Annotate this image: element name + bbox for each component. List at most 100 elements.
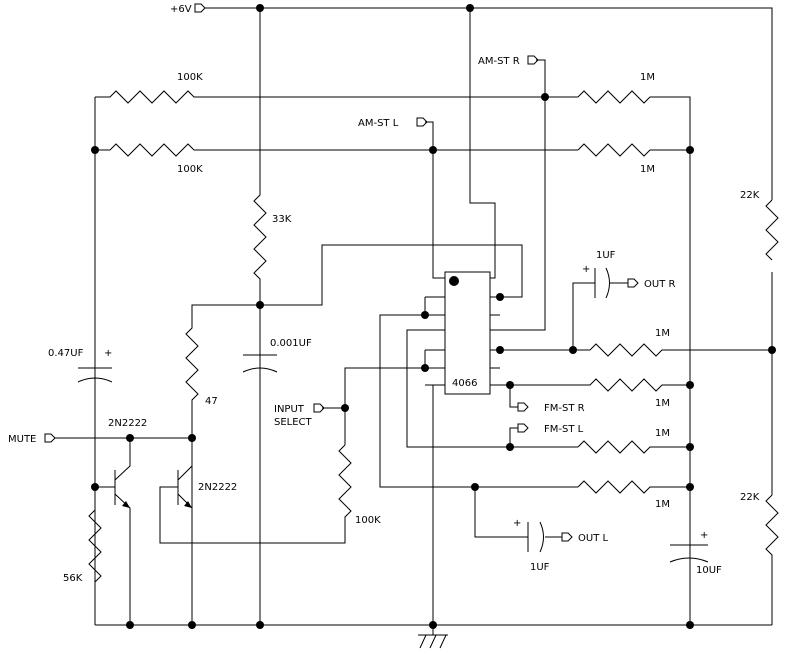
resistor-1m-fmr [500, 378, 690, 408]
resistor-1m-top [577, 90, 691, 625]
resistor-100k-sel-label: 100K [355, 515, 381, 526]
cap-10uf [669, 544, 709, 563]
resistor-100k-top-label: 100K [177, 72, 203, 83]
resistor-47 [185, 304, 260, 625]
fm-st-r-label: FM-ST R [544, 403, 585, 414]
resistor-1m-fml-label: 1M [655, 428, 670, 439]
input-select-label-1: INPUT [274, 404, 305, 415]
cap-10uf-plus: + [700, 530, 708, 541]
resistor-100k-sel [159, 444, 352, 544]
transistor-q2 [177, 438, 193, 625]
junctions [91, 4, 776, 629]
resistor-56k-label: 56K [63, 573, 83, 584]
input-select-terminal [313, 403, 325, 413]
wire-am-st-r [500, 59, 546, 331]
ground-symbol [418, 625, 448, 649]
cap-0001-label: 0.001UF [270, 338, 312, 349]
am-st-r-terminal [527, 55, 539, 65]
cap-10uf-label: 10UF [696, 565, 722, 576]
junction [466, 4, 474, 12]
resistor-22k-top [765, 199, 779, 261]
cap-1uf-l [474, 487, 562, 553]
resistor-100k-2-label: 100K [177, 164, 203, 175]
q2-emitter-arrow [184, 501, 192, 508]
resistor-1m-2-label: 1M [640, 164, 655, 175]
junction [569, 346, 577, 354]
out-r-label: OUT R [644, 279, 675, 290]
wire-100k-2 [94, 97, 578, 625]
fm-st-r-terminal [517, 402, 529, 412]
resistor-22k-bot [765, 494, 779, 625]
out-l-terminal [561, 532, 573, 542]
resistor-1m-bot [577, 480, 690, 494]
fm-st-l-label: FM-ST L [544, 424, 584, 435]
junction [686, 146, 694, 154]
resistor-1m-fmr-label: 1M [655, 398, 670, 409]
vplus-rail [205, 7, 773, 200]
ic-4066 [444, 271, 491, 395]
q2-label: 2N2222 [198, 482, 237, 493]
cap-1uf-l-plus: + [513, 518, 521, 529]
wire-vplus-ic [469, 8, 496, 279]
junction [256, 4, 264, 12]
junction [429, 146, 437, 154]
ic-pin1-marker [449, 276, 459, 286]
cap-1uf-r-label: 1UF [596, 250, 616, 261]
mute-label: MUTE [8, 434, 36, 445]
junction [188, 434, 196, 442]
junction [91, 483, 99, 491]
junction [471, 483, 479, 491]
resistor-1m-mid-label: 1M [655, 328, 670, 339]
ic-left-pins [425, 296, 445, 386]
ic-label: 4066 [452, 378, 477, 389]
transistor-q1 [95, 465, 131, 625]
junction [126, 434, 134, 442]
input-select-label-2: SELECT [274, 417, 313, 428]
resistor-47-label: 47 [205, 396, 218, 407]
junction [341, 404, 349, 412]
junction [421, 364, 429, 372]
junction [541, 93, 549, 101]
cap-047-label: 0.47UF [48, 348, 84, 359]
wire-input-select [344, 367, 425, 445]
am-st-l-terminal [416, 117, 428, 127]
resistor-22k-bot-label: 22K [740, 492, 760, 503]
resistor-1m-fml [509, 427, 690, 454]
wire-33k-ic [260, 244, 523, 306]
ic-right-pins [490, 296, 500, 386]
junction [256, 301, 264, 309]
junction [429, 621, 437, 629]
junction [91, 146, 99, 154]
junction [506, 443, 514, 451]
mute-terminal [44, 433, 56, 443]
resistor-22k-top-label: 22K [740, 190, 760, 201]
resistor-1m-2 [577, 143, 690, 157]
junction [496, 293, 504, 301]
resistor-1m-bot-label: 1M [655, 499, 670, 510]
wire-pin-a [379, 297, 578, 488]
vplus-label: +6V [170, 4, 192, 15]
am-st-r-label: AM-ST R [478, 56, 520, 67]
junction [256, 621, 264, 629]
q1-emitter-arrow [122, 501, 130, 508]
vplus-terminal [194, 3, 206, 13]
wire-mute [55, 437, 192, 465]
junction [686, 621, 694, 629]
junction [686, 483, 694, 491]
q1-label: 2N2222 [108, 418, 147, 429]
am-st-l-label: AM-ST L [358, 118, 399, 129]
junction [686, 443, 694, 451]
cap-1uf-l-label: 1UF [530, 562, 550, 573]
cap-047 [77, 150, 113, 625]
junction [496, 346, 504, 354]
out-r-plus: + [582, 264, 590, 275]
junction [506, 381, 514, 389]
junction [126, 621, 134, 629]
junction [188, 621, 196, 629]
fm-st-l-terminal [517, 423, 529, 433]
cap-047-plus: + [104, 348, 112, 359]
wire-33k [253, 8, 267, 625]
out-l-label: OUT L [578, 533, 608, 544]
